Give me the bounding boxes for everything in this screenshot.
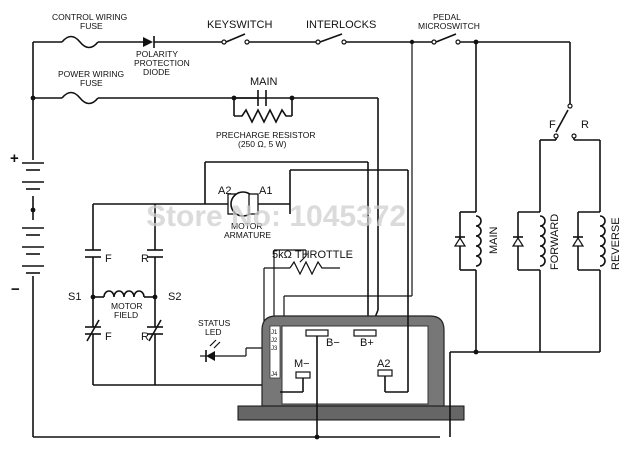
pedal-label-1: PEDAL — [433, 12, 461, 22]
precharge-label-2: (250 Ω, 5 W) — [238, 139, 287, 149]
interlocks-switch — [315, 33, 347, 45]
motor-armature — [227, 191, 259, 217]
contact-f-top-label: F — [105, 253, 112, 265]
diode-label-3: DIODE — [143, 67, 170, 77]
contact-r-top-label: R — [141, 253, 149, 265]
pedal-label-2: MICROSWITCH — [418, 21, 480, 31]
contact-f-bot-label: F — [105, 331, 112, 343]
controller-output-wiring — [33, 169, 440, 440]
main-contact-label: MAIN — [250, 76, 278, 88]
control-fuse-label-1: CONTROL WIRING — [52, 12, 127, 22]
j1-label: J1 — [271, 330, 278, 336]
b-plus-label: B+ — [360, 337, 374, 349]
f-switch-label: F — [549, 119, 556, 131]
diode-label-2: PROTECTION — [134, 58, 190, 68]
polarity-protection-diode — [143, 36, 155, 48]
b-minus-label: B− — [326, 337, 340, 349]
forward-coil-label: FORWARD — [549, 214, 561, 270]
battery-minus-label: − — [11, 281, 20, 298]
m-minus-label: M− — [294, 358, 310, 370]
armature-a2-label: A2 — [218, 185, 231, 197]
reverse-coil-label: REVERSE — [610, 217, 622, 270]
contactor-coils — [449, 39, 606, 437]
watermark: Store No: 1045372 — [146, 200, 406, 233]
armature-label-2: ARMATURE — [224, 230, 271, 240]
main-contactor-contact — [257, 90, 267, 106]
reverse-coil — [571, 140, 606, 352]
r-switch-label: R — [581, 119, 589, 131]
control-fuse-label-2: FUSE — [80, 21, 103, 31]
control-rail — [33, 33, 573, 330]
power-fuse-label-2: FUSE — [80, 78, 103, 88]
field-label-1: MOTOR — [111, 301, 142, 311]
control-wiring-fuse — [61, 35, 99, 49]
status-led-label-1: STATUS — [198, 318, 231, 328]
s2-label: S2 — [168, 291, 181, 303]
main-coil — [453, 211, 482, 271]
keyswitch — [221, 33, 250, 45]
armature-loop — [93, 161, 369, 330]
diode-label-1: POLARITY — [136, 49, 178, 59]
motor-controller — [237, 315, 465, 421]
status-led — [200, 339, 270, 362]
field-label-2: FIELD — [114, 310, 138, 320]
j4-label: J4 — [271, 372, 278, 378]
s1-label: S1 — [68, 291, 81, 303]
status-led-label-2: LED — [205, 327, 222, 337]
forward-coil — [511, 140, 546, 352]
keyswitch-label: KEYSWITCH — [207, 19, 272, 31]
pedal-microswitch — [431, 33, 461, 45]
armature-a1-label: A1 — [259, 185, 272, 197]
power-fuse-label-1: POWER WIRING — [58, 69, 124, 79]
interlocks-label: INTERLOCKS — [306, 19, 376, 31]
precharge-resistor — [234, 108, 292, 124]
battery — [22, 42, 44, 437]
j2-label: J2 — [271, 338, 278, 344]
power-wiring-fuse — [61, 91, 99, 105]
armature-label-1: MOTOR — [231, 221, 262, 231]
precharge-label-1: PRECHARGE RESISTOR — [216, 130, 316, 140]
controller-a2-label: A2 — [377, 358, 390, 370]
battery-plus-label: + — [10, 150, 19, 167]
j3-label: J3 — [271, 346, 278, 352]
power-path — [33, 90, 379, 331]
field-bridge — [85, 204, 283, 386]
direction-switch — [540, 109, 600, 141]
contact-r-bot-label: R — [141, 331, 149, 343]
throttle-label: 5kΩ THROTTLE — [272, 249, 353, 261]
main-coil-label: MAIN — [488, 226, 500, 254]
motor-field-coil — [103, 290, 145, 298]
